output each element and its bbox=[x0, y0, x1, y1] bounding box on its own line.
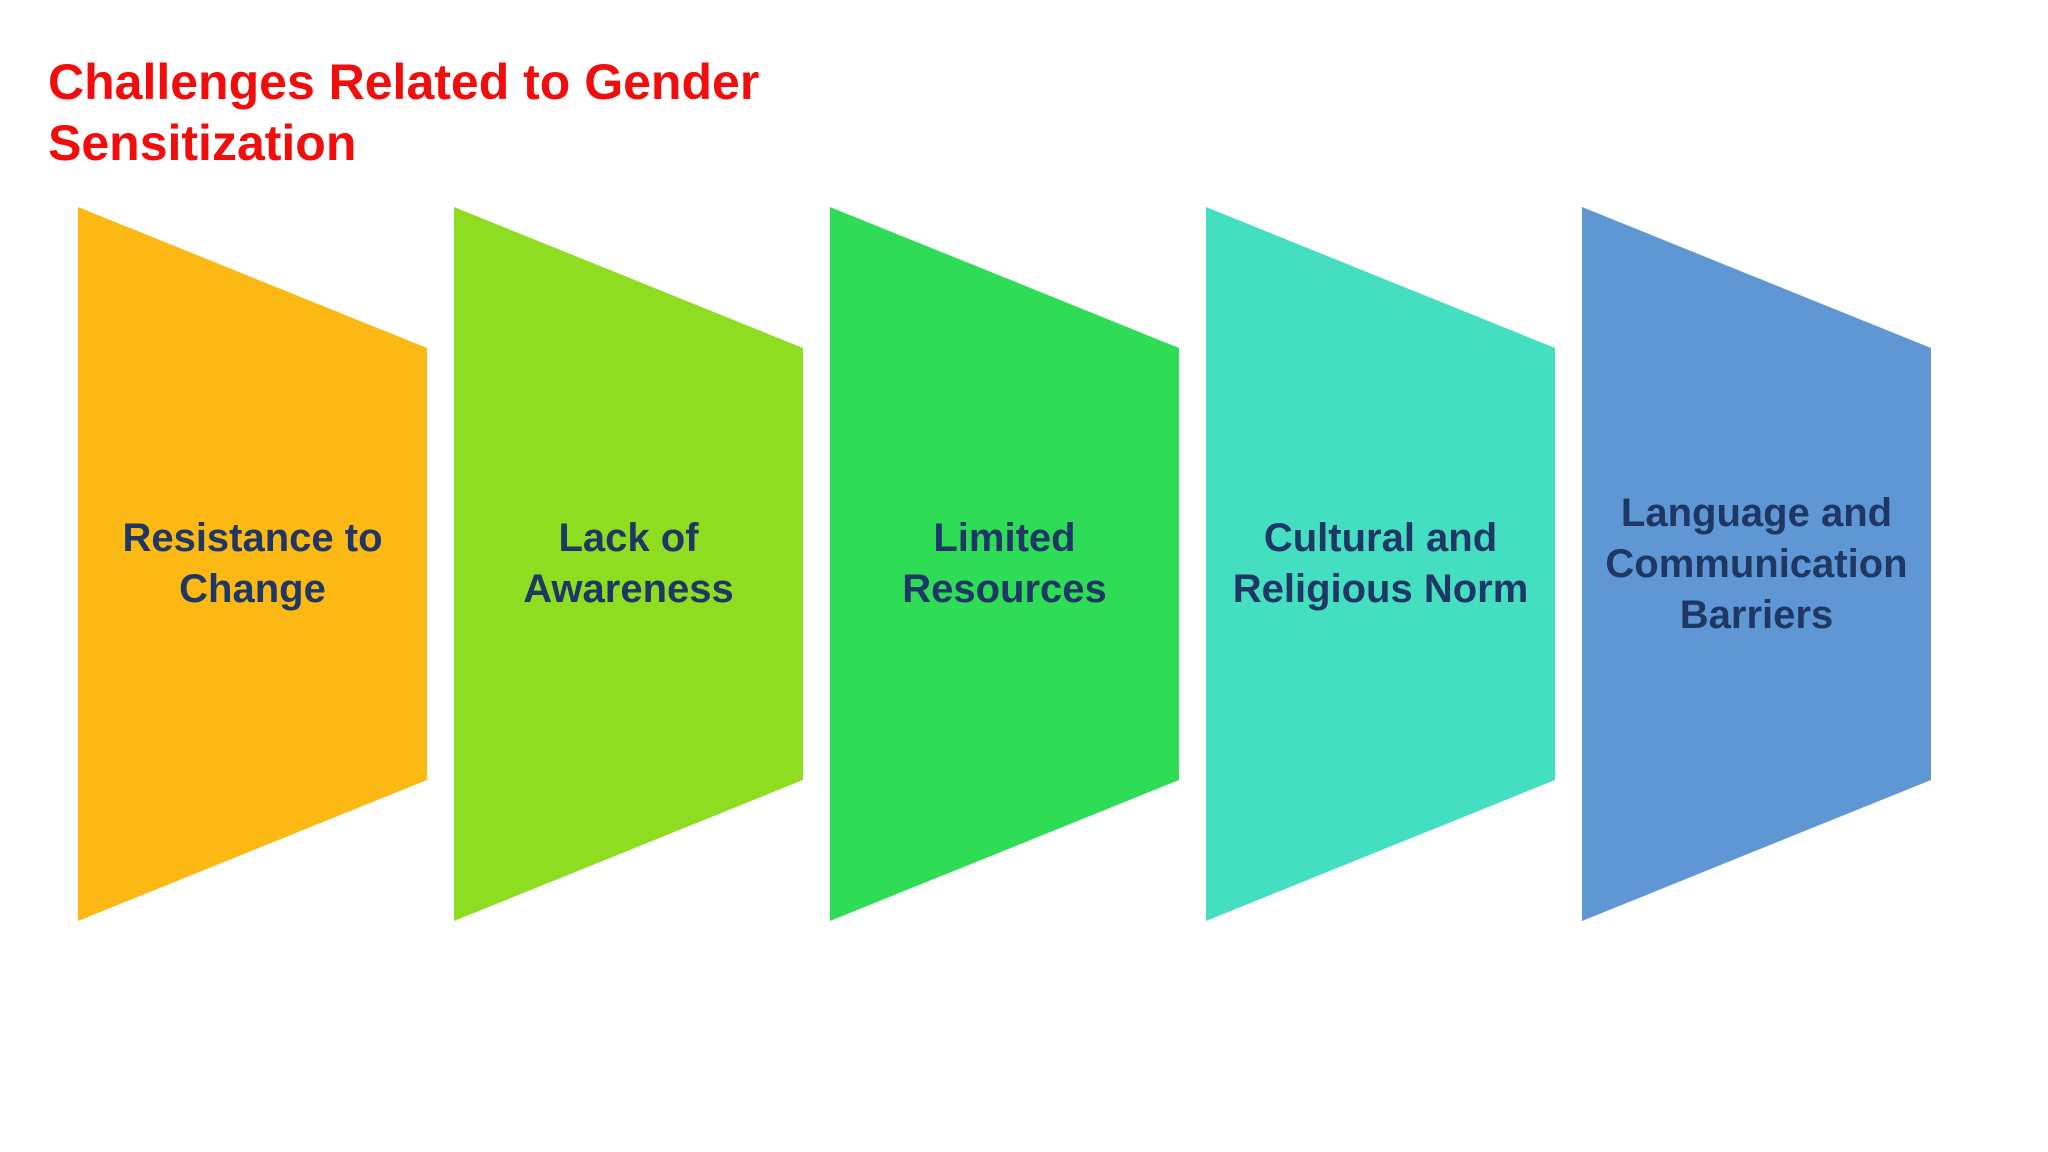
challenge-label: Language and Communication Barriers bbox=[1605, 490, 1908, 637]
challenge-label: Resistance to Change bbox=[122, 516, 383, 611]
challenge-label: Limited Resources bbox=[902, 516, 1107, 611]
challenge-shape-cultural-religious-norm: Cultural and Religious Norm bbox=[1206, 207, 1555, 921]
challenge-label: Cultural and Religious Norm bbox=[1232, 516, 1529, 611]
challenge-label: Lack of Awareness bbox=[523, 516, 734, 611]
slide-title: Challenges Related to Gender Sensitizati… bbox=[48, 54, 760, 171]
challenge-shape-language-communication-barriers: Language and Communication Barriers bbox=[1582, 207, 1931, 921]
challenge-shape-limited-resources: Limited Resources bbox=[830, 207, 1179, 921]
challenge-shape-lack-of-awareness: Lack of Awareness bbox=[454, 207, 803, 921]
challenge-shape-resistance-to-change: Resistance to Change bbox=[78, 207, 427, 921]
